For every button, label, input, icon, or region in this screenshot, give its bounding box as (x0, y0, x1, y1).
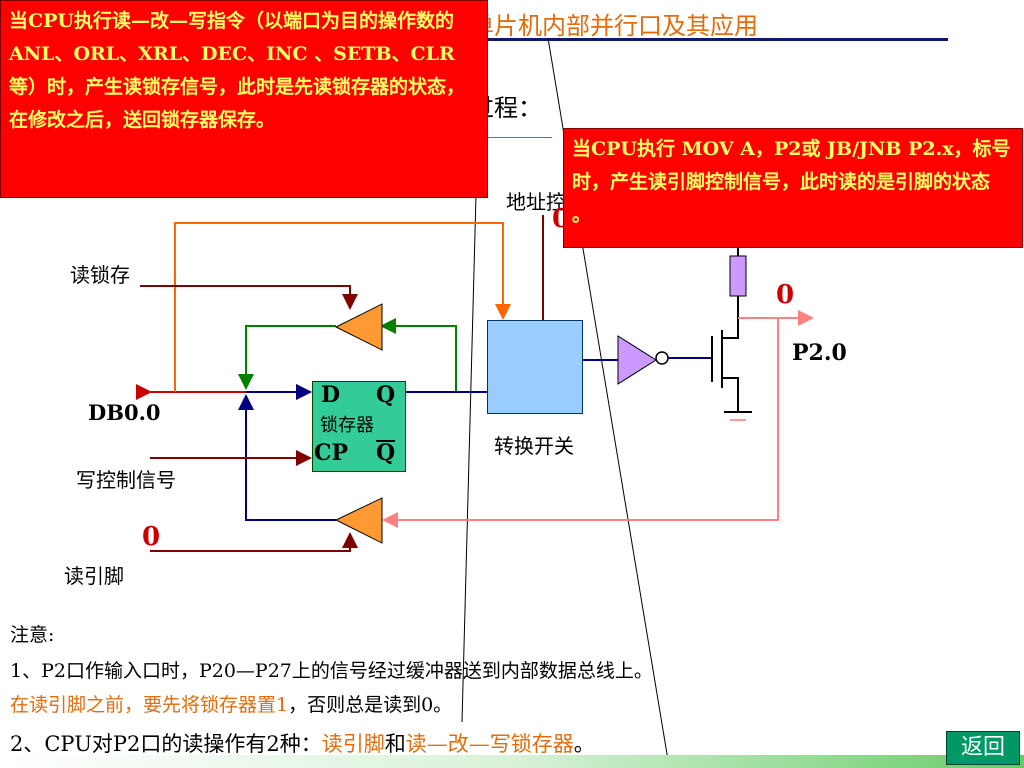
latch-cp-label: CP (314, 440, 349, 466)
read-pin-zero-label: 0 (142, 522, 161, 552)
address-control-label: 地址控 (506, 190, 566, 214)
write-path-line (174, 222, 511, 392)
callout-read-modify-write: 当CPU执行读—改—写指令（以端口为目的操作数的ANL、ORL、XRL、DEC、… (0, 0, 488, 198)
port-label: P2.0 (792, 340, 847, 366)
notes-line-3-end: 。 (573, 732, 595, 756)
notes-line-2-rest: ，否则总是读到0。 (288, 694, 453, 716)
read-latch-control-line (140, 285, 358, 310)
notes-line-3-and: 和 (384, 732, 406, 756)
callout-pointer-left (461, 119, 479, 723)
notes-line-3-rmw: 读—改—写锁存器 (405, 732, 574, 756)
slide-title: 单片机内部并行口及其应用 (470, 12, 758, 40)
read-latch-output-line (238, 325, 336, 390)
latch-qbar-label: Q (376, 440, 396, 466)
fet-source (722, 377, 739, 412)
latch-q-label: Q (376, 382, 396, 408)
subtitle-underline (486, 137, 552, 138)
latch-box (312, 381, 406, 472)
latch-feedback-line (380, 318, 457, 392)
notes-line-2: 在读引脚之前，要先将锁存器置1，否则总是读到0。 (10, 690, 452, 717)
notes-line-3: 2、CPU对P2口的读操作有2种：读引脚和读—改—写锁存器。 (10, 728, 595, 758)
callout-read-pin: 当CPU执行 MOV A，P2或 JB/JNB P2.x，标号 时，产生读引脚控… (563, 128, 1023, 248)
bottom-gradient-bar (0, 755, 1024, 768)
read-pin-control-line (150, 532, 358, 552)
latch-d-label: D (321, 382, 341, 408)
latch-name-label: 锁存器 (320, 415, 374, 436)
notes-heading: 注意: (10, 624, 55, 646)
notes-line-3-lead: 2、CPU对P2口的读操作有2种： (10, 732, 322, 756)
read-latch-buffer (334, 303, 383, 351)
read-pin-output-line (238, 394, 336, 521)
notes-line-3-read-pin: 读引脚 (321, 732, 385, 756)
inverter-bubble (655, 351, 669, 365)
pullup-resistor (729, 255, 747, 297)
switch-label: 转换开关 (494, 434, 574, 458)
write-control-label: 写控制信号 (76, 468, 176, 492)
notes-line-2-warning: 在读引脚之前，要先将锁存器置1 (10, 694, 289, 716)
notes-line-1: 1、P2口作输入口时，P20—P27上的信号经过缓冲器送到内部数据总线上。 (10, 660, 653, 682)
pin-feedback-line (382, 318, 779, 528)
read-pin-buffer (334, 497, 383, 544)
back-button[interactable]: 返回 (946, 731, 1020, 765)
db-label: DB0.0 (88, 400, 161, 425)
fet-drain (722, 296, 739, 339)
pin-zero-label: 0 (776, 280, 795, 310)
inverter (617, 335, 657, 385)
title-underline (480, 38, 948, 41)
read-pin-label: 读引脚 (64, 564, 124, 588)
read-latch-label: 读锁存 (70, 263, 130, 287)
switch-box (487, 320, 583, 414)
